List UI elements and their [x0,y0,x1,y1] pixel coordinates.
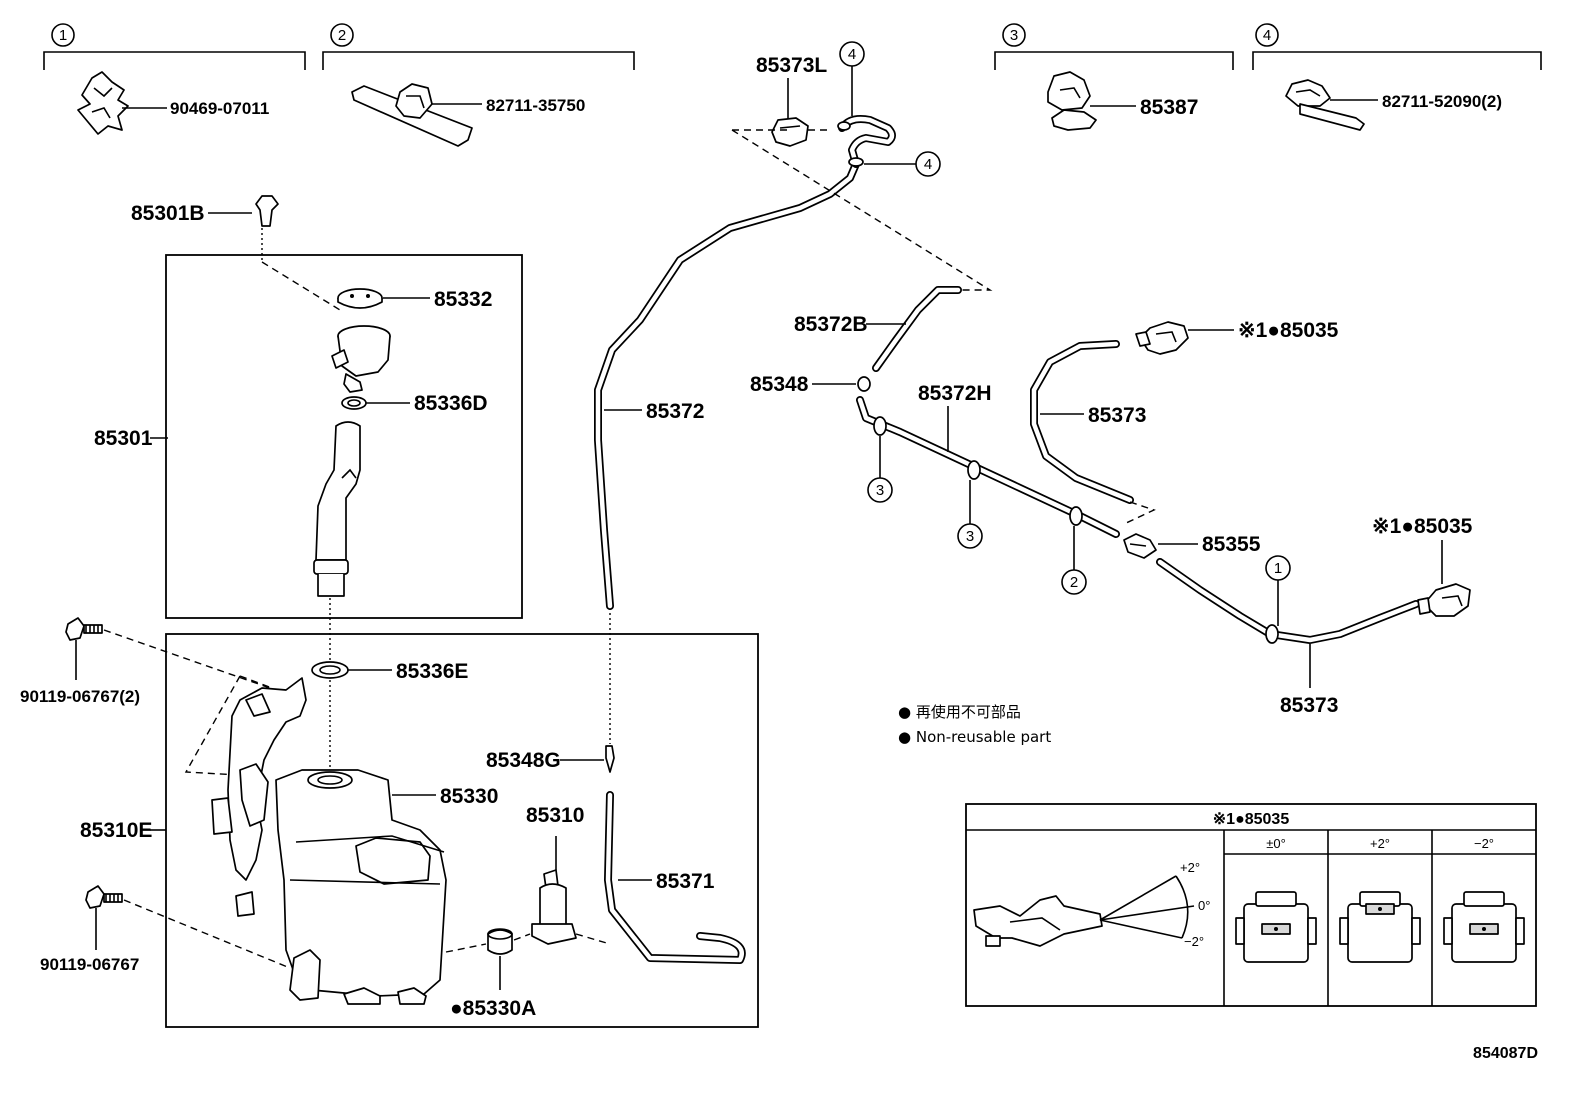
cap-85332: 85332 [337,288,492,311]
nozzle-front-0 [1235,891,1317,963]
part-label: ●85330A [450,997,536,1020]
angle-down-label: −2° [1184,934,1204,949]
callout-header-4: 4 [1252,23,1542,70]
clip-85387: 85387 [1047,71,1198,131]
connector-85348G: 85348G [486,745,615,773]
hose-85373-upper: 85373 [1030,340,1146,504]
callout-number: 1 [59,27,67,44]
legend: ● 再使用不可部品 ● Non-reusable part [898,703,1051,746]
inset-col-2: −2° [1474,836,1494,851]
part-label: 90119-06767(2) [20,687,140,706]
nozzle-side-view: +2° 0° −2° [973,860,1210,949]
part-label: 85387 [1140,96,1198,119]
part-label: 85301 [94,427,153,450]
oring-85336D: 85336D [341,392,488,415]
nozzle-front-plus2 [1339,891,1421,963]
clip-90469-07011: 90469-07011 [77,71,269,135]
callout-number: 4 [924,156,932,173]
part-label: 85371 [656,870,715,893]
callout-4b: 4 [864,151,941,177]
part-label: 85373 [1088,404,1146,427]
hose-85372H: 85372H [856,382,1120,538]
part-label: 90469-07011 [170,99,269,118]
angle-up-label: +2° [1180,860,1200,875]
clip-82711-52090: 82711-52090(2) [1285,79,1502,131]
part-label: 85301B [131,202,205,225]
callout-number: 3 [1010,27,1018,44]
part-label: 85355 [1202,533,1261,556]
grommet-85330A: ●85330A [445,928,536,1020]
callout-header-3: 3 [994,23,1234,70]
nozzle-front-minus2 [1443,891,1525,963]
callout-number: 4 [848,46,856,63]
part-label: 85373 [1280,694,1338,717]
figure-id: 854087D [1473,1045,1538,1062]
filler-assembly-box [165,254,523,619]
filler-pipe: 85301 [94,421,361,597]
callout-4a: 4 [839,41,865,116]
part-label: 85372B [794,313,868,336]
callout-2: 2 [1061,526,1087,595]
callout-3a: 3 [867,436,893,503]
part-label: 85330 [440,785,498,808]
check-valve-85355: 85355 [1123,533,1261,559]
callout-3b: 3 [957,480,983,549]
part-label: 90119-06767 [40,955,139,974]
washer-tank-85330: 85330 [211,769,498,1005]
inset-col-0: ±0° [1266,836,1286,851]
nozzle-85035-upper: ※1●85035 [1135,319,1339,355]
part-label: 85332 [434,288,492,311]
legend-jp: ● 再使用不可部品 [898,703,1021,721]
nozzle-angle-inset: ※1●85035 ±0° +2° −2° +2° 0° −2° [965,803,1537,1007]
nozzle-85035-lower: ※1●85035 [1372,515,1473,617]
part-label: 85310E [80,819,152,842]
filler-neck-top [331,325,391,393]
callout-header-2: 2 [322,23,635,70]
part-label: 85348G [486,749,561,772]
callout-number: 2 [338,27,346,44]
part-label: ※1●85035 [1238,319,1339,342]
assembly-line [731,129,993,291]
assembly-line [1123,501,1156,525]
nozzle-85373L: 85373L [756,54,832,147]
inset-col-1: +2° [1370,836,1390,851]
callout-number: 1 [1274,560,1282,577]
assembly-line [261,261,341,311]
fitting-85348: 85348 [750,373,871,396]
part-label: 82711-35750 [486,96,585,115]
hose-85372B: 85372B [794,286,962,372]
part-label: 85373L [756,54,827,77]
callout-header-1: 1 [43,23,306,70]
part-label: 85310 [526,804,584,827]
part-label: 85336D [414,392,488,415]
hose-elbow [837,115,896,168]
callout-number: 2 [1070,574,1078,591]
callout-1: 1 [1265,555,1291,626]
part-label: 85372 [646,400,704,423]
bolt-90119-06767-2: 90119-06767(2) [20,617,271,706]
hose-85371: 85371 [604,791,746,964]
angle-zero-label: 0° [1198,898,1210,913]
callout-number: 3 [966,528,974,545]
washer-pump-85310: 85310 [513,804,611,945]
callout-number: 4 [1263,27,1271,44]
clip-85301B: 85301B [131,195,279,262]
part-label: 85348 [750,373,809,396]
legend-en: ● Non-reusable part [898,728,1051,746]
part-label: ※1●85035 [1372,515,1473,538]
hose-85372: 85372 [594,160,860,610]
clip-82711-35750: 82711-35750 [351,83,585,147]
grommet-85336E: 85336E [311,660,468,683]
inset-title: ※1●85035 [1213,811,1290,828]
part-label: 82711-52090(2) [1382,92,1502,111]
hose-85373-lower: 85373 [1156,558,1420,717]
part-label: 85336E [396,660,468,683]
bracket-85310E: 85310E [80,677,307,881]
part-label: 85372H [918,382,992,405]
callout-number: 3 [876,482,884,499]
bolt-90119-06767: 90119-06767 [40,885,291,974]
